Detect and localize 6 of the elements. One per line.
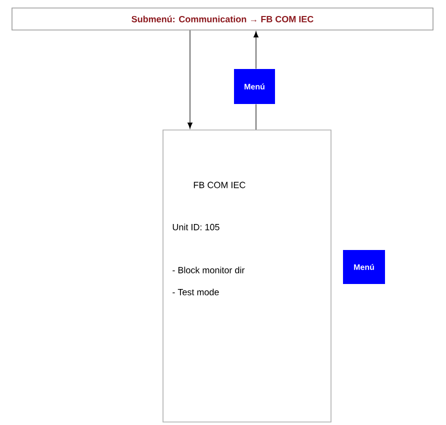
screen-box: FB COM IEC Unit ID: 105 - Block monitor dir - Test mode: [162, 130, 332, 422]
menu-header-bar: Submenú: Communication → FB COM IEC: [12, 8, 434, 30]
arrow: [187, 30, 193, 129]
menu-button: Menú: [343, 250, 385, 284]
menu-button: Menú: [234, 69, 275, 104]
arrow: [253, 31, 259, 70]
